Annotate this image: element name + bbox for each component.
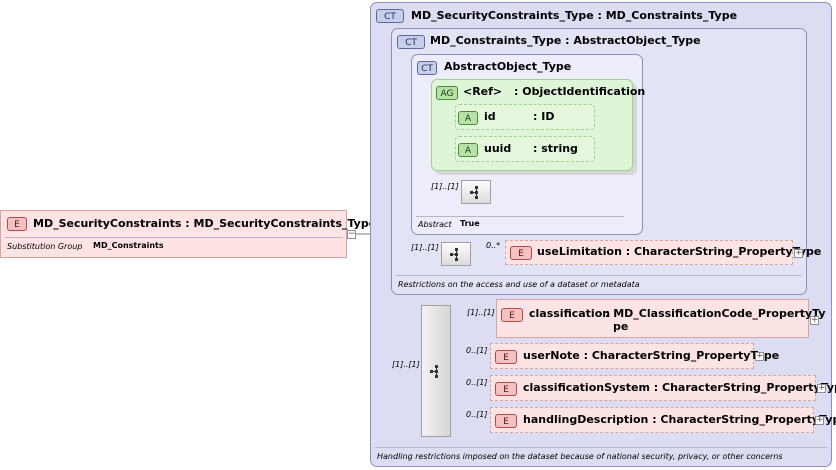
attribute-group-icon: AG [436,86,458,100]
element-name: classification [529,307,611,320]
mid-doc-separator [396,275,802,276]
element-tag-icon: E [7,217,27,231]
element-type-continued: pe [613,320,629,333]
classification-cardinality: [1]..[1] [467,308,495,317]
inner-separator [416,216,624,217]
attribute-type: : string [533,142,578,155]
element-user-note[interactable]: E userNote : CharacterString_PropertyTyp… [490,343,779,369]
sequence-compositor-icon[interactable] [441,242,471,266]
element-name: classificationSystem : CharacterString_P… [523,381,836,394]
attribute-icon: A [458,111,478,125]
expand-icon[interactable]: + [815,415,824,425]
handling-description-cardinality: 0..[1] [466,410,488,419]
element-type: : MD_ClassificationCode_PropertyTy [605,307,826,320]
root-note-label: Substitution Group [7,242,83,251]
collapse-icon[interactable]: − [347,229,356,239]
element-tag-icon: E [495,382,517,396]
inner-ct-title: AbstractObject_Type [444,60,572,73]
element-use-limitation[interactable]: E useLimitation : CharacterString_Proper… [505,240,821,265]
element-tag-icon: E [495,414,517,428]
attribute-uuid[interactable]: A uuid : string [455,136,595,162]
root-element[interactable]: E MD_SecurityConstraints : MD_SecurityCo… [0,210,376,258]
element-name: useLimitation : CharacterString_Property… [537,245,822,258]
outer-ct-title: MD_SecurityConstraints_Type : MD_Constra… [411,9,738,22]
element-name: userNote : CharacterString_PropertyType [523,349,780,362]
outer-sequence-cardinality: [1]..[1] [392,360,420,369]
expand-icon[interactable]: + [810,315,819,325]
mid-sequence-cardinality: [1]..[1] [411,243,439,252]
attribute-group-name: <Ref> [463,85,503,98]
abstract-label: Abstract [418,220,452,229]
outer-ct-documentation: Handling restrictions imposed on the dat… [377,452,783,461]
attribute-group-type: : ObjectIdentification [514,85,646,98]
attribute-id[interactable]: A id : ID [455,104,595,130]
sequence-icon [450,248,458,261]
element-classification[interactable]: E classification : MD_ClassificationCode… [496,299,826,338]
element-classification-system[interactable]: E classificationSystem : CharacterString… [490,375,836,401]
sequence-icon [470,186,478,199]
element-tag-icon: E [510,246,532,260]
expand-icon[interactable]: + [817,383,826,393]
sequence-compositor-icon[interactable] [421,305,451,437]
root-element-name: MD_SecurityConstraints : MD_SecurityCons… [33,217,377,230]
expand-icon[interactable]: + [794,248,803,258]
root-separator [5,237,343,238]
ct-derived-icon: CT [397,35,425,49]
element-tag-icon: E [501,308,523,322]
sequence-compositor-icon[interactable] [461,180,491,204]
element-handling-description[interactable]: E handlingDescription : CharacterString_… [490,407,836,433]
use-limitation-cardinality: 0..* [486,241,501,250]
abstract-value: True [460,219,480,228]
expand-icon[interactable]: + [755,351,764,361]
ct-icon: CT [417,61,437,75]
mid-ct-documentation: Restrictions on the access and use of a … [398,280,640,289]
attribute-type: : ID [533,110,555,123]
root-note-value: MD_Constraints [93,241,164,250]
sequence-icon [430,365,438,378]
attribute-icon: A [458,143,478,157]
element-name: handlingDescription : CharacterString_Pr… [523,413,836,426]
ct-derived-icon: CT [376,9,404,23]
outer-doc-separator [375,447,827,448]
mid-ct-title: MD_Constraints_Type : AbstractObject_Typ… [430,34,701,47]
inner-sequence-cardinality: [1]..[1] [431,182,459,191]
element-tag-icon: E [495,350,517,364]
attribute-name: uuid [484,142,512,155]
classification-system-cardinality: 0..[1] [466,378,488,387]
user-note-cardinality: 0..[1] [466,346,488,355]
attribute-name: id [484,110,496,123]
